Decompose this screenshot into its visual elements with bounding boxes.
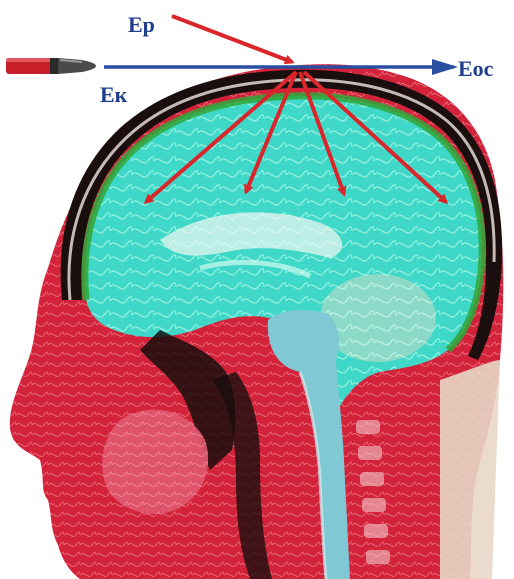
- label-ek: Eк: [100, 84, 127, 106]
- label-ep: Ep: [128, 14, 155, 36]
- ep-arrow: [172, 16, 292, 62]
- bullet-icon: [6, 58, 96, 74]
- label-eoc: Eoc: [458, 58, 493, 80]
